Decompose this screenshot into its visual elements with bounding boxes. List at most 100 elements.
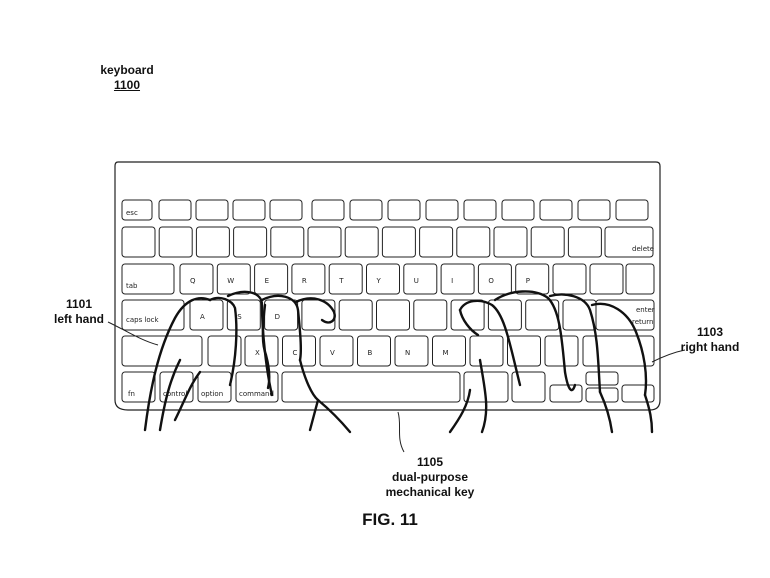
number-key xyxy=(456,226,491,258)
keyboard-ref-number: 1100 xyxy=(113,78,141,92)
leader-lines xyxy=(107,321,686,453)
fn-key xyxy=(121,371,156,403)
number-key xyxy=(381,226,416,258)
leader-key xyxy=(397,411,405,453)
left-hand-label: 1101 left hand xyxy=(42,297,116,327)
left-hand-label-text: left hand xyxy=(54,312,104,326)
right-hand-label: 1103 right hand xyxy=(670,325,750,355)
letter-key-u xyxy=(403,263,438,295)
letter-key-q-legend: Q xyxy=(190,277,196,285)
number-key xyxy=(233,226,268,258)
letter-key-n-legend: N xyxy=(405,349,410,357)
letter-key-x-legend: X xyxy=(255,349,260,357)
fn-key-legend: fn xyxy=(128,390,135,398)
return-key xyxy=(595,299,655,331)
function-key xyxy=(158,199,192,221)
left-hand xyxy=(143,290,352,434)
return-key-legend-top: enter xyxy=(636,306,655,314)
number-key xyxy=(567,226,602,258)
bracket-key xyxy=(589,263,624,295)
letter-key-p-legend: P xyxy=(526,277,530,285)
function-key xyxy=(269,199,303,221)
return-key-legend-bottom: return xyxy=(632,318,653,326)
right-option-key xyxy=(511,371,546,403)
letter-key-o xyxy=(477,263,512,295)
function-key xyxy=(387,199,421,221)
left-arrow-key xyxy=(549,384,583,403)
key-label-line2: mechanical key xyxy=(385,485,475,499)
punctuation-key xyxy=(469,335,504,367)
letter-key-x xyxy=(244,335,279,367)
letter-key-i-legend: I xyxy=(451,277,453,285)
keyboard-label: keyboard 1100 xyxy=(92,63,162,93)
key-ref-number: 1105 xyxy=(416,455,444,469)
function-key xyxy=(425,199,459,221)
keyboard-label-text: keyboard xyxy=(100,63,154,77)
home-row-key xyxy=(450,299,485,331)
control-key-legend: control xyxy=(163,390,187,398)
letter-key-c xyxy=(282,335,316,367)
letter-key-o-legend: O xyxy=(488,277,494,285)
up-arrow-key xyxy=(585,371,619,386)
down-arrow-key xyxy=(585,387,619,403)
right-hand-ref-number: 1103 xyxy=(696,325,724,339)
function-key xyxy=(539,199,573,221)
command-key-legend: command xyxy=(239,390,274,398)
number-key xyxy=(195,226,230,258)
left-shift-key xyxy=(121,335,203,367)
function-key xyxy=(577,199,611,221)
letter-key-m-legend: M xyxy=(443,349,449,357)
letter-key-v-legend: V xyxy=(330,349,335,357)
tab-key-legend: tab xyxy=(126,282,138,290)
figure-caption: FIG. 11 xyxy=(362,510,418,529)
letter-key-t xyxy=(328,263,363,295)
function-key xyxy=(311,199,345,221)
leader-left-hand xyxy=(107,321,159,346)
letter-key-e xyxy=(254,263,289,295)
letter-key-d xyxy=(264,299,299,331)
letter-key-q xyxy=(179,263,214,295)
caps-lock-key xyxy=(121,299,185,331)
escape-key xyxy=(121,199,153,221)
right-hand xyxy=(448,290,654,434)
home-row-key xyxy=(413,299,448,331)
letter-key-r xyxy=(291,263,326,295)
right-arrow-key xyxy=(621,384,655,403)
letter-key-p xyxy=(515,263,550,295)
letter-key-m xyxy=(432,335,466,367)
home-row-key xyxy=(338,299,373,331)
letter-key-u-legend: U xyxy=(414,277,419,285)
letter-key-b-legend: B xyxy=(368,349,373,357)
letter-key-b xyxy=(357,335,391,367)
escape-key-legend: esc xyxy=(126,209,138,217)
number-key xyxy=(530,226,565,258)
function-key xyxy=(195,199,229,221)
letter-key-v xyxy=(319,335,354,367)
punctuation-key xyxy=(507,335,541,367)
letter-key-i xyxy=(440,263,475,295)
letter-key-n xyxy=(394,335,429,367)
function-key xyxy=(349,199,383,221)
letter-key-s-legend: S xyxy=(237,313,242,321)
letter-key-z xyxy=(207,335,242,367)
keyboard-body xyxy=(114,161,661,411)
backslash-key xyxy=(625,263,655,295)
tab-key xyxy=(121,263,175,295)
letter-key-a xyxy=(189,299,224,331)
bracket-key xyxy=(552,263,587,295)
key-grid xyxy=(121,199,655,403)
number-key xyxy=(493,226,528,258)
home-row-key xyxy=(525,299,560,331)
letter-key-y xyxy=(366,263,400,295)
letter-key-d-legend: D xyxy=(275,313,280,321)
delete-key-legend: delete xyxy=(632,245,654,253)
number-key xyxy=(344,226,379,258)
number-key xyxy=(419,226,454,258)
leader-right-hand xyxy=(651,349,686,363)
letter-key-w-legend: W xyxy=(227,277,234,285)
right-hand-label-text: right hand xyxy=(680,340,740,354)
letter-key-c-legend: C xyxy=(293,349,298,357)
key-label: 1105 dual-purpose mechanical key xyxy=(370,455,490,500)
